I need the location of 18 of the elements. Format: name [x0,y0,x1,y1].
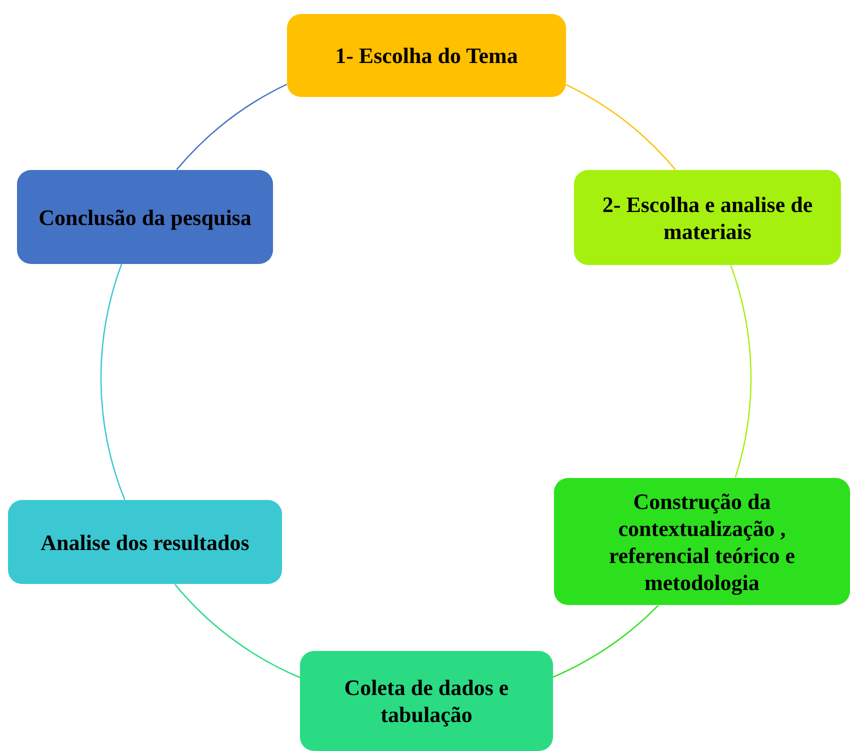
step-label: Coleta de dados e tabulação [343,674,510,728]
connector-arc [552,604,659,678]
step-box [574,170,841,265]
step-box [287,14,566,97]
step-label: 1- Escolha do Tema [335,42,518,69]
step-box [17,170,273,264]
step-box [8,500,282,584]
step-box [554,478,850,605]
step-label: Construção da contextualização , referencial teórico e metodologia [608,488,796,596]
connector-arc [176,84,288,170]
connector-arc [100,264,126,500]
step-label: Analise dos resultados [40,528,250,556]
connector-arc [174,584,300,678]
connector-arc [730,265,752,478]
step-label: 2- Escolha e analise de materiais [601,190,814,244]
connector-arc [566,84,676,170]
step-box [300,651,553,751]
step-label: Conclusão da pesquisa [38,204,252,230]
